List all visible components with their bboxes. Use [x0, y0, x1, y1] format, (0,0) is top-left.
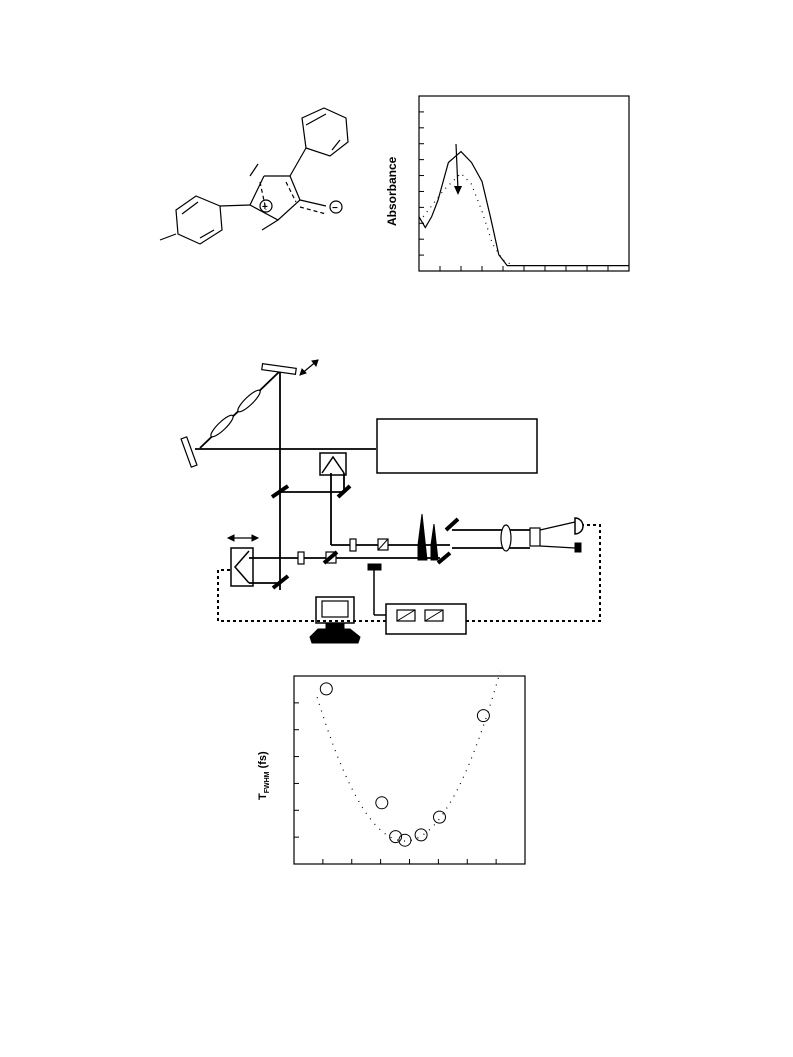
molecule-structure [159, 107, 349, 245]
laser-box [376, 418, 538, 474]
signal-cable-left [217, 569, 386, 622]
waveplate-2 [349, 538, 357, 552]
lens-upper [237, 389, 261, 413]
absorbance-y-axis-label: Absorbance [385, 156, 399, 226]
fwhm-y-axis-label-unit: (fs) [257, 751, 269, 772]
computer-icon [309, 596, 361, 644]
fwhm-data-point [414, 828, 428, 842]
fwhm-fit-curve [316, 671, 501, 842]
central-ring [249, 175, 301, 221]
pulse-peak-1 [417, 513, 428, 561]
fwhm-data-point [476, 709, 490, 723]
fwhm-data-point [375, 796, 389, 810]
fwhm-data-point [433, 810, 446, 824]
pulse-peak-2 [430, 523, 439, 561]
lens-lower [210, 414, 234, 438]
beam-block [574, 542, 582, 553]
upper-prism [319, 452, 347, 476]
waveplate-1 [297, 551, 305, 565]
fwhm-data-point [389, 830, 403, 844]
fwhm-y-axis-label-sub: FWHM [264, 771, 271, 793]
left-mirror [180, 436, 198, 468]
minus-charge-sign: − [332, 203, 338, 214]
plus-charge-sign: + [262, 202, 268, 213]
absorbance-chart: Absorbance [385, 95, 630, 272]
absorbance-dotted-series [422, 172, 514, 267]
fwhm-data-point [319, 682, 333, 696]
chopper [367, 563, 382, 571]
optical-setup-diagram [180, 359, 601, 644]
fwhm-chart: TFWHM (fs) [257, 671, 526, 865]
tolyl-ring [175, 195, 223, 245]
signal-cable-right [466, 524, 601, 622]
excitation-arrow [455, 143, 459, 191]
excitation-arrowhead [454, 186, 462, 195]
absorbance-plot-frame [418, 95, 630, 272]
absorbance-solid-series [418, 150, 629, 267]
left-prism [230, 547, 254, 587]
minus-charge-circle [329, 200, 343, 214]
fwhm-y-axis-label: TFWHM (fs) [257, 751, 271, 800]
sample-crystal [529, 527, 541, 547]
photodetector [574, 517, 584, 535]
focusing-lens [500, 524, 512, 552]
plus-charge-circle [259, 199, 273, 213]
fwhm-data-point [398, 833, 412, 847]
fwhm-y-axis-label-main: T [257, 793, 269, 800]
